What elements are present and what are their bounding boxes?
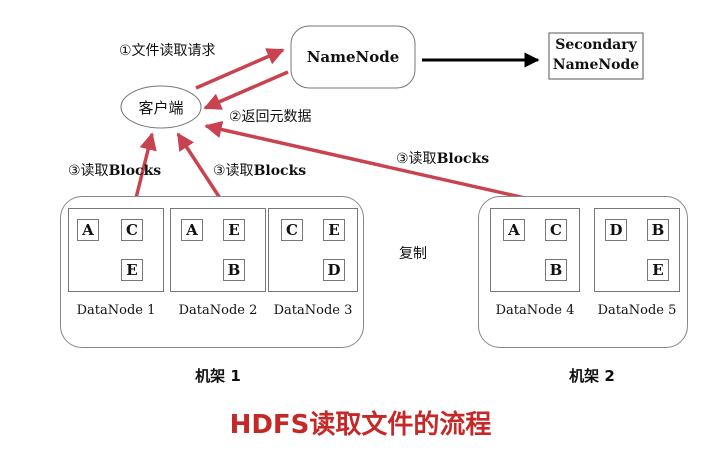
block: A xyxy=(77,219,99,241)
block: E xyxy=(647,259,669,281)
datanode-1-label: DataNode 1 xyxy=(76,303,156,318)
annotation-read-blocks-prefix: ③读取 xyxy=(396,151,437,167)
block: D xyxy=(323,259,345,281)
annotation-read-blocks-suffix: Blocks xyxy=(436,151,490,167)
annotation-replicate: 复制 xyxy=(399,246,427,262)
block: C xyxy=(545,219,567,241)
datanode-2: A E B xyxy=(170,208,266,292)
datanode-5: D B E xyxy=(594,208,680,292)
rack-1-label: 机架 1 xyxy=(195,367,241,385)
namenode-label: NameNode xyxy=(306,48,400,66)
block: A xyxy=(503,219,525,241)
datanode-2-label: DataNode 2 xyxy=(178,303,258,318)
annotation-read-request: ①文件读取请求 xyxy=(119,43,216,59)
annotation-read-blocks-3: ③读取Blocks xyxy=(396,148,489,168)
datanode-4: A C B xyxy=(490,208,580,292)
block: B xyxy=(647,219,669,241)
datanode-4-label: DataNode 4 xyxy=(495,303,575,318)
secondary-namenode-label-line2: NameNode xyxy=(552,57,640,73)
arrow-return-metadata xyxy=(203,70,289,110)
annotation-read-blocks-prefix: ③读取 xyxy=(68,163,109,179)
annotation-read-blocks-suffix: Blocks xyxy=(253,163,307,179)
datanode-3-label: DataNode 3 xyxy=(273,303,353,318)
secondary-namenode-box xyxy=(548,32,644,80)
block: E xyxy=(223,219,245,241)
annotation-read-blocks-1: ③读取Blocks xyxy=(68,160,161,180)
annotation-return-metadata: ②返回元数据 xyxy=(229,109,312,125)
datanode-3: C E D xyxy=(268,208,358,292)
block: B xyxy=(545,259,567,281)
block: C xyxy=(281,219,303,241)
block: A xyxy=(181,219,203,241)
datanode-5-label: DataNode 5 xyxy=(597,303,677,318)
block: E xyxy=(121,259,143,281)
block: C xyxy=(121,219,143,241)
annotation-read-blocks-suffix: Blocks xyxy=(108,163,162,179)
annotation-read-blocks-2: ③读取Blocks xyxy=(213,160,306,180)
arrow-read-request xyxy=(195,48,285,90)
namenode-box xyxy=(290,25,416,89)
block: E xyxy=(323,219,345,241)
secondary-namenode-label-line1: Secondary xyxy=(555,37,637,53)
diagram-caption: HDFS读取文件的流程 xyxy=(229,410,492,440)
client-label: 客户端 xyxy=(138,99,184,117)
client-ellipse xyxy=(120,85,202,129)
block: B xyxy=(223,259,245,281)
block: D xyxy=(605,219,627,241)
rack-2-label: 机架 2 xyxy=(569,367,615,385)
annotation-read-blocks-prefix: ③读取 xyxy=(213,163,254,179)
datanode-1: A C E xyxy=(68,208,164,292)
